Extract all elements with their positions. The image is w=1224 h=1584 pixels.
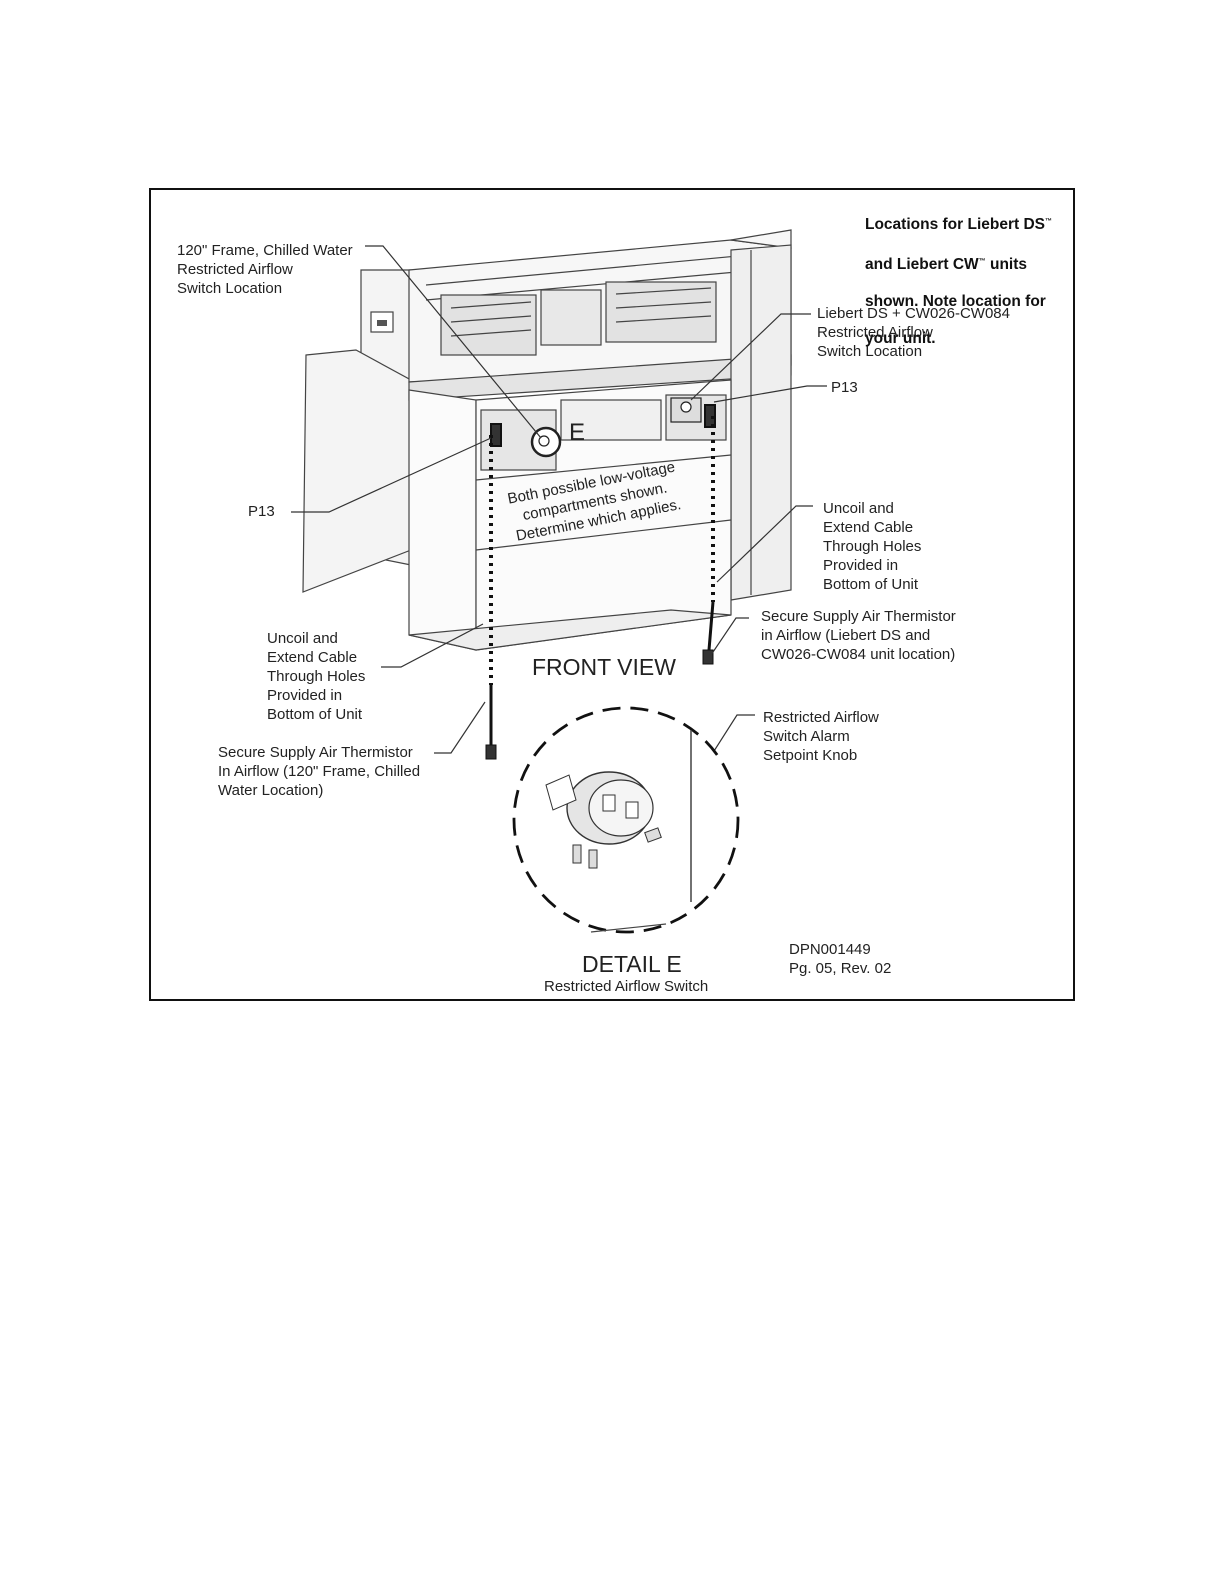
detail-e-view	[512, 706, 740, 934]
header-note: Locations for Liebert DS™ and Liebert CW…	[865, 215, 1052, 347]
restricted-airflow-switch-right	[670, 397, 702, 423]
label-detail-subtitle: Restricted Airflow Switch	[544, 978, 709, 995]
label-secure-right: Secure Supply Air Thermistor in Airflow …	[761, 608, 956, 663]
label-detail-title: DETAIL E	[582, 951, 682, 977]
label-uncoil-right: Uncoil and Extend Cable Through Holes Pr…	[823, 500, 922, 593]
figure-frame: Locations for Liebert DS™ and Liebert CW…	[149, 188, 1075, 1001]
upper-cabinet	[408, 229, 792, 401]
label-doc-page: Pg. 05, Rev. 02	[789, 960, 892, 977]
label-uncoil-left: Uncoil and Extend Cable Through Holes Pr…	[267, 630, 366, 723]
label-frame-cw-switch: 120" Frame, Chilled Water Restricted Air…	[177, 242, 353, 297]
header-line-2: and Liebert CW	[865, 255, 979, 273]
thermistor-left	[485, 744, 497, 760]
thermistor-right	[702, 649, 714, 665]
header-line-1: Locations for Liebert DS	[865, 215, 1045, 233]
label-doc-number: DPN001449	[789, 941, 871, 958]
header-line-4: your unit.	[865, 329, 936, 347]
label-p13-left: P13	[248, 503, 275, 520]
label-ds-cw-switch: Liebert DS + CW026-CW084 Restricted Airf…	[817, 305, 1010, 360]
cable-right-end	[707, 601, 715, 651]
unit-drawing	[291, 229, 827, 934]
right-side-panel	[730, 244, 792, 601]
label-detail-marker: E	[569, 419, 586, 446]
label-front-view: FRONT VIEW	[532, 654, 676, 680]
side-plenum	[302, 269, 412, 593]
header-line-2-rest: units	[985, 255, 1028, 273]
label-setpoint-knob: Restricted Airflow Switch Alarm Setpoint…	[763, 709, 879, 764]
label-p13-right: P13	[831, 379, 858, 396]
label-secure-left: Secure Supply Air Thermistor In Airflow …	[218, 744, 421, 799]
header-line-3: shown. Note location for	[865, 292, 1046, 310]
